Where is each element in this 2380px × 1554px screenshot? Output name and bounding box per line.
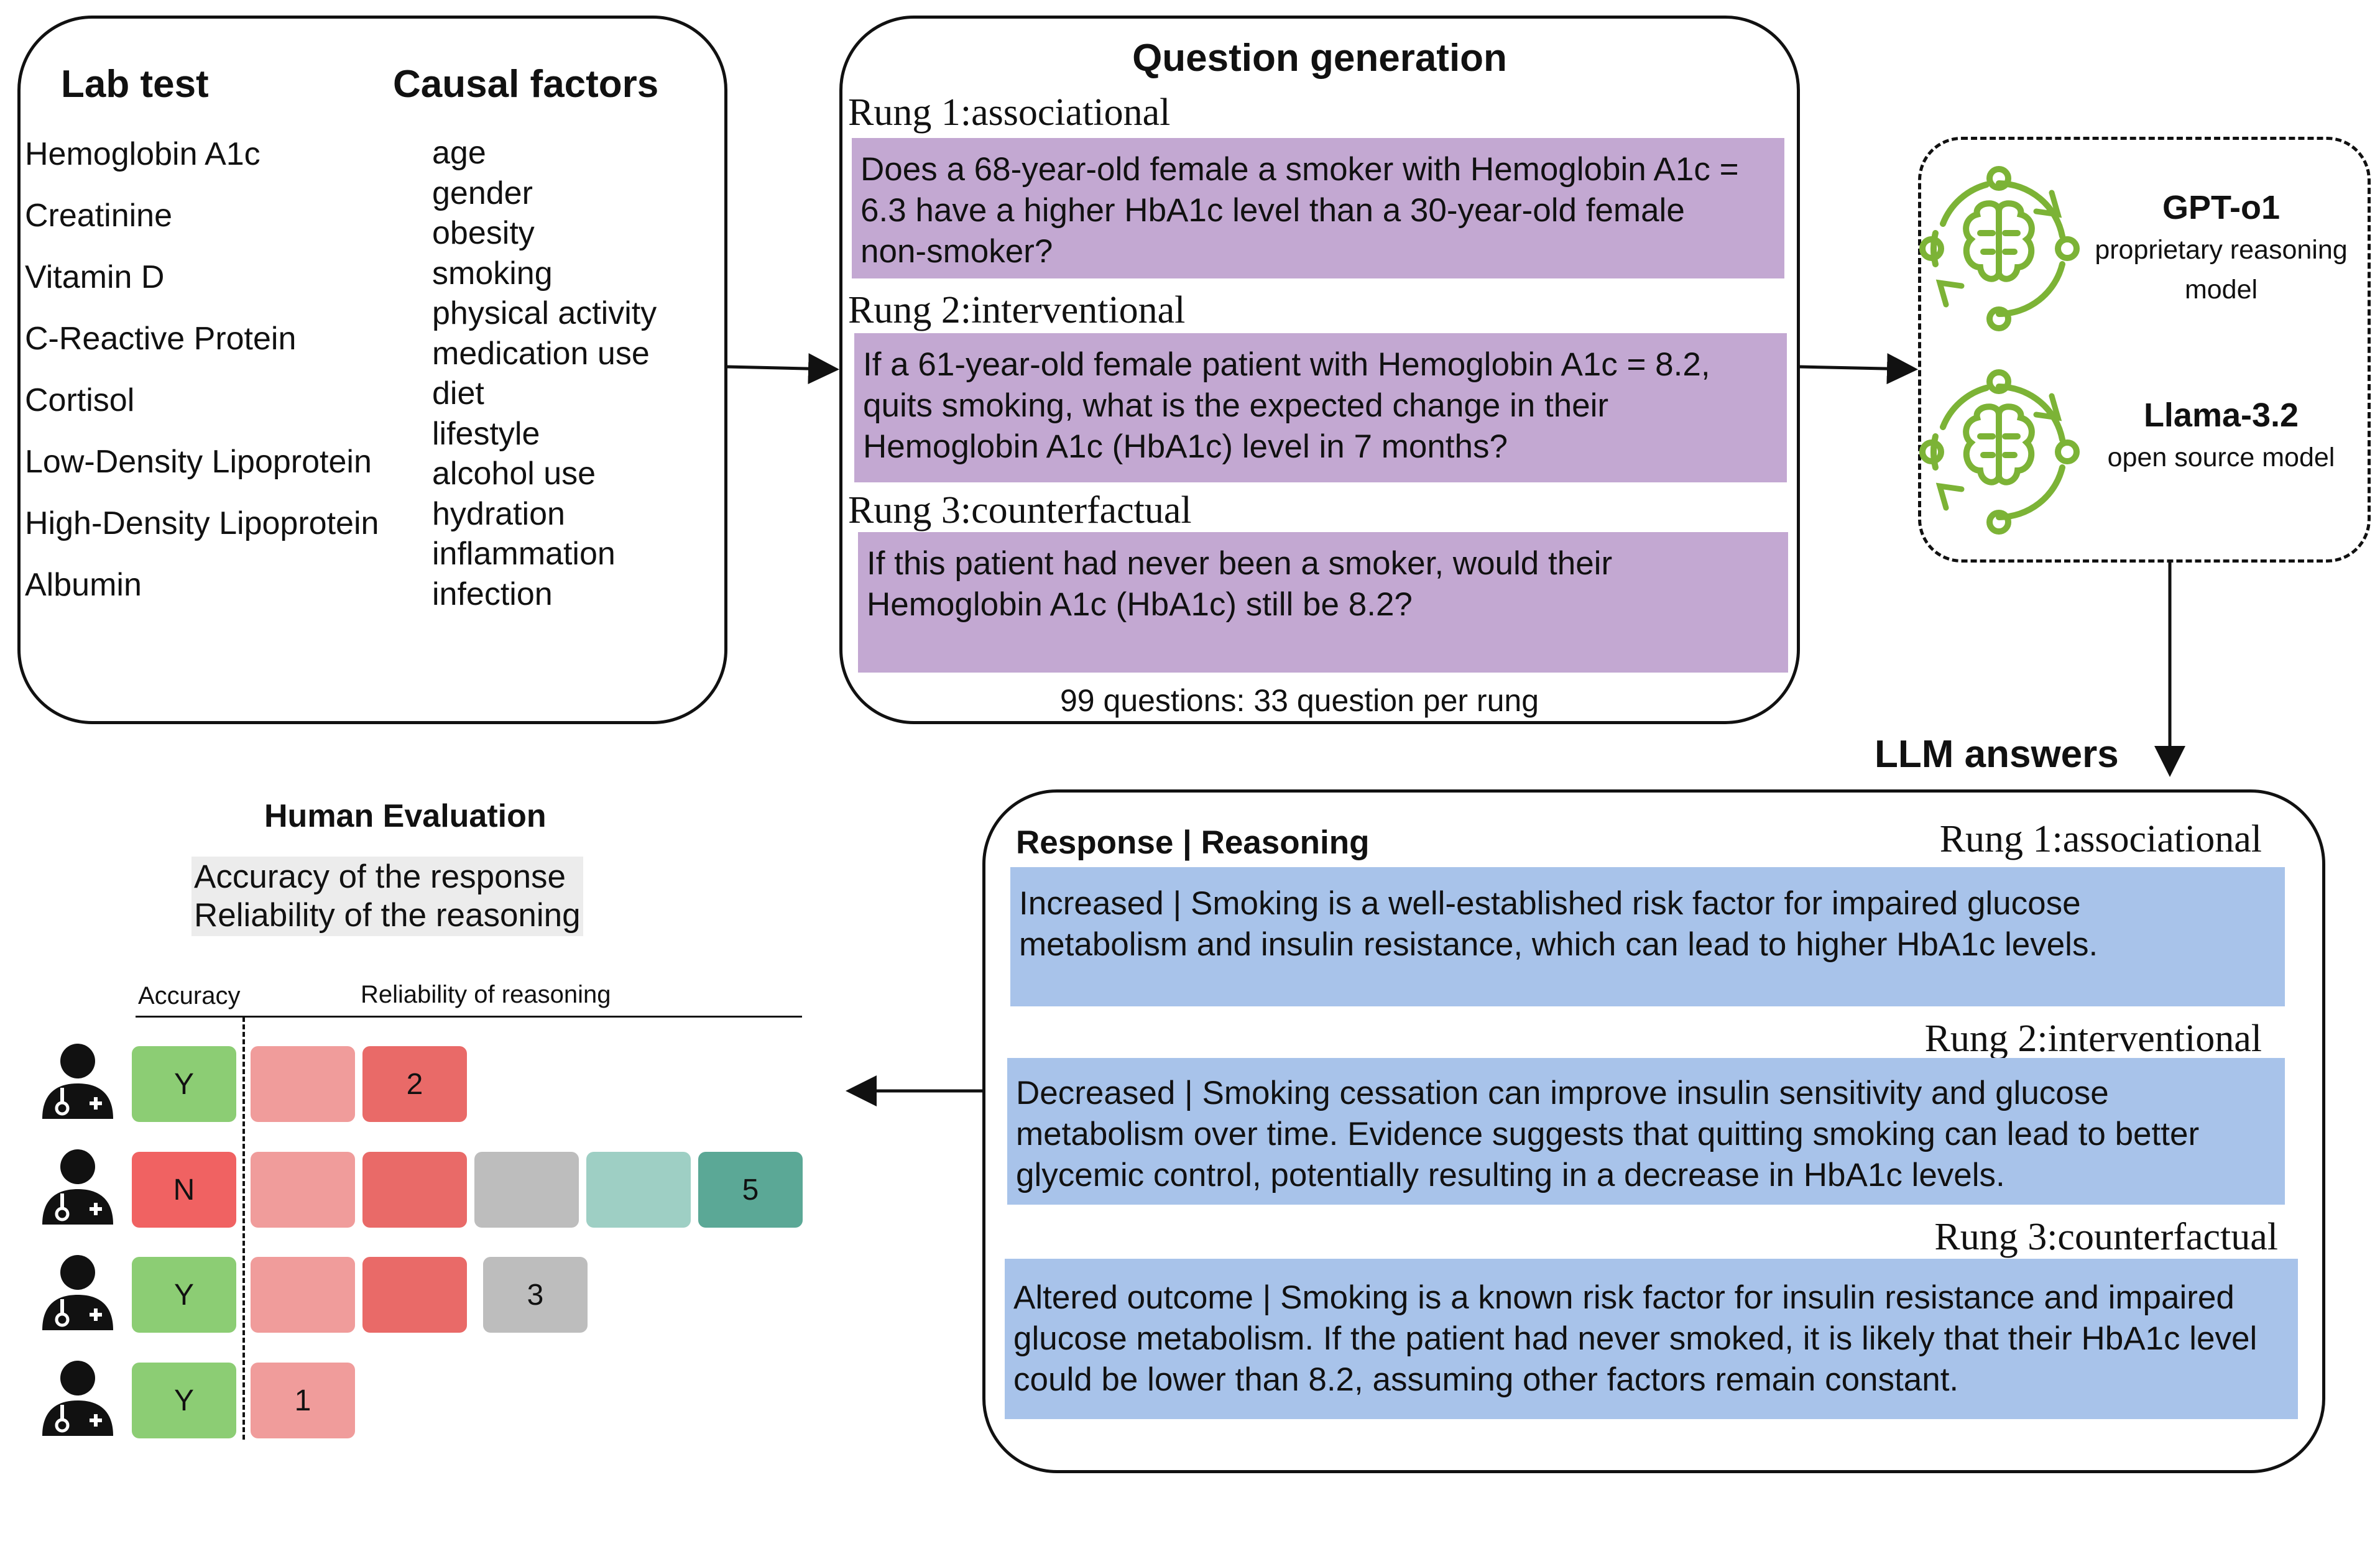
evaluator-person-icon <box>42 1255 113 1330</box>
question-line: Hemoglobin A1c (HbA1c) still be 8.2? <box>867 586 1413 623</box>
causal-factor-item: age <box>432 135 486 171</box>
accuracy-cell: Y <box>132 1257 236 1333</box>
causal-factor-item: infection <box>432 576 553 612</box>
criterion: Accuracy of the response <box>194 858 566 895</box>
answer-rung-2-box: Decreased | Smoking cessation can improv… <box>1007 1058 2285 1205</box>
causal-factors-title: Causal factors <box>393 63 659 106</box>
causal-factor-item: gender <box>432 175 533 211</box>
question-line: non-smoker? <box>860 233 1053 270</box>
arrow-questions-to-models <box>1799 353 1918 385</box>
reliability-level-cell <box>251 1152 355 1228</box>
lab-test-item: Albumin <box>25 567 142 603</box>
answer-rung-1-box: Increased | Smoking is a well-establishe… <box>1010 867 2285 1006</box>
answer-rung-3-label: Rung 3:counterfactual <box>1934 1216 2278 1258</box>
models-panel <box>1918 137 2371 563</box>
causal-factor-item: obesity <box>432 215 535 251</box>
brain-cycle-icon <box>1919 166 2080 331</box>
question-line: quits smoking, what is the expected chan… <box>863 387 1609 424</box>
model-name: Llama-3.2 <box>2143 397 2299 434</box>
causal-factor-item: alcohol use <box>432 456 596 492</box>
accuracy-cell: Y <box>132 1363 236 1438</box>
answer-line: glycemic control, potentially resulting … <box>1016 1157 2005 1193</box>
rung-3-question-box: If this patient had never been a smoker,… <box>858 532 1788 673</box>
lab-test-item: Creatinine <box>25 198 173 234</box>
answer-rung-2-label: Rung 2:interventional <box>1924 1018 2262 1060</box>
accuracy-cell: Y <box>132 1046 236 1122</box>
lab-test-item: Hemoglobin A1c <box>25 136 261 172</box>
brain-cycle-icon <box>1919 369 2080 535</box>
rung-3-label: Rung 3:counterfactual <box>848 489 1192 531</box>
lab-test-item: Low-Density Lipoprotein <box>25 444 372 480</box>
causal-factor-item: medication use <box>432 335 650 372</box>
lab-test-item: Cortisol <box>25 382 135 418</box>
reliability-score-cell: 1 <box>251 1363 355 1438</box>
lab-test-item: Vitamin D <box>25 259 165 295</box>
rung-2-question-box: If a 61-year-old female patient with Hem… <box>854 333 1787 482</box>
question-line: 6.3 have a higher HbA1c level than a 30-… <box>860 192 1685 229</box>
causal-factor-item: lifestyle <box>432 415 540 452</box>
accuracy-column-header: Accuracy <box>138 982 241 1009</box>
lab-test-item: High-Density Lipoprotein <box>25 505 379 541</box>
reliability-score-cell: 5 <box>698 1152 803 1228</box>
evaluator-person-icon <box>42 1361 113 1436</box>
reliability-level-cell <box>251 1046 355 1122</box>
causal-factor-item: diet <box>432 375 484 411</box>
question-generation-title: Question generation <box>1132 37 1507 80</box>
reliability-level-cell <box>586 1152 691 1228</box>
model-description: proprietary reasoning <box>2095 235 2348 265</box>
reliability-level-cell <box>362 1257 467 1333</box>
response-reasoning-header: Response | Reasoning <box>1016 824 1370 861</box>
rung-1-question-box: Does a 68-year-old female a smoker with … <box>852 138 1784 278</box>
question-line: Does a 68-year-old female a smoker with … <box>860 151 1739 188</box>
column-divider <box>242 1017 245 1440</box>
answer-line: could be lower than 8.2, assuming other … <box>1013 1361 1959 1398</box>
llm-answers-title: LLM answers <box>1875 733 2119 776</box>
question-count-footer: 99 questions: 33 question per rung <box>1060 683 1539 718</box>
model-gpt-o1: GPT-o1 proprietary reasoning model <box>2080 185 2363 310</box>
human-evaluation-title: Human Evaluation <box>264 798 547 834</box>
causal-factor-item: hydration <box>432 495 565 532</box>
reliability-level-cell <box>474 1152 579 1228</box>
rung-2-label: Rung 2:interventional <box>848 289 1186 331</box>
causal-factor-list: age gender obesity smoking physical acti… <box>432 133 657 614</box>
rung-1-label: Rung 1:associational <box>848 91 1171 134</box>
answer-line: Increased | Smoking is a well-establishe… <box>1019 885 2081 922</box>
question-line: If a 61-year-old female patient with Hem… <box>863 346 1710 383</box>
criterion: Reliability of the reasoning <box>194 897 581 934</box>
causal-factor-item: physical activity <box>432 295 657 331</box>
lab-test-item: C-Reactive Protein <box>25 321 297 357</box>
question-line: Hemoglobin A1c (HbA1c) level in 7 months… <box>863 428 1508 465</box>
model-description: model <box>2184 275 2258 305</box>
arrow-lab-to-questions <box>727 353 839 385</box>
answer-line: metabolism and insulin resistance, which… <box>1019 926 2098 963</box>
answer-rung-1-label: Rung 1:associational <box>1939 818 2262 860</box>
answer-rung-3-box: Altered outcome | Smoking is a known ris… <box>1005 1259 2298 1419</box>
lab-test-title: Lab test <box>61 63 209 106</box>
evaluator-person-icon <box>42 1149 113 1225</box>
question-line: If this patient had never been a smoker,… <box>867 545 1613 582</box>
model-name: GPT-o1 <box>2162 189 2281 226</box>
evaluation-criteria: Accuracy of the response Reliability of … <box>191 857 583 936</box>
accuracy-cell: N <box>132 1152 236 1228</box>
causal-factor-item: smoking <box>432 255 553 292</box>
reliability-column-header: Reliability of reasoning <box>361 981 611 1008</box>
lab-panel <box>17 16 727 724</box>
evaluator-person-icon <box>42 1044 113 1119</box>
model-description: open source model <box>2107 443 2335 472</box>
reliability-level-cell <box>251 1257 355 1333</box>
causal-factor-item: inflammation <box>432 536 616 572</box>
answer-line: metabolism over time. Evidence suggests … <box>1016 1116 2200 1152</box>
reliability-score-cell: 2 <box>362 1046 467 1122</box>
answer-line: Decreased | Smoking cessation can improv… <box>1016 1075 2109 1111</box>
answer-line: Altered outcome | Smoking is a known ris… <box>1013 1279 2235 1316</box>
lab-test-list: Hemoglobin A1c Creatinine Vitamin D C-Re… <box>25 136 379 628</box>
reliability-score-cell: 3 <box>483 1257 588 1333</box>
answer-line: glucose metabolism. If the patient had n… <box>1013 1320 2258 1357</box>
reliability-level-cell <box>362 1152 467 1228</box>
header-rule <box>136 1016 802 1018</box>
model-llama-3-2: Llama-3.2 open source model <box>2080 393 2363 477</box>
